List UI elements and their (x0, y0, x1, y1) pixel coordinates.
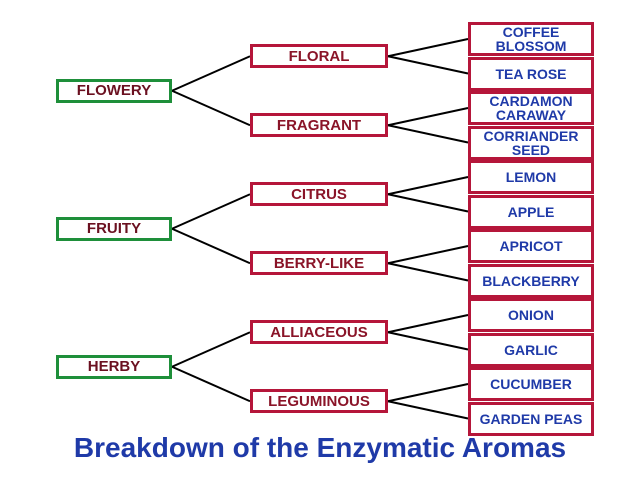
aroma-item-lemon: LEMON (468, 160, 594, 194)
aroma-item-apricot-label: APRICOT (499, 238, 563, 254)
aroma-item-lemon-label: LEMON (505, 169, 557, 185)
connector-berry-like-1 (387, 262, 469, 282)
connector-herby-0 (171, 331, 251, 368)
aroma-item-onion: ONION (468, 298, 594, 332)
aroma-item-corriander-seed-label: CORRIANDER SEED (483, 127, 579, 158)
connector-citrus-0 (387, 176, 469, 196)
aroma-item-tea-rose: TEA ROSE (468, 56, 594, 91)
connector-flowery-1 (171, 89, 251, 127)
diagram-title: Breakdown of the Enzymatic Aromas (73, 432, 567, 463)
aroma-item-apple-label: APPLE (507, 203, 555, 220)
connector-floral-0 (387, 38, 469, 58)
aroma-subgroup-alliaceous: ALLIACEOUS (250, 320, 388, 345)
aroma-subgroup-fragrant: FRAGRANT (250, 113, 388, 138)
aroma-group-herby-label: HERBY (87, 358, 141, 376)
aroma-item-blackberry-label: BLACKBERRY (482, 272, 580, 289)
aroma-group-flowery-label: FLOWERY (76, 82, 152, 100)
aroma-item-coffee-blossom: COFFEE BLOSSOM (468, 22, 594, 56)
aroma-item-tea-rose-label: TEA ROSE (495, 65, 567, 82)
aroma-item-cardamon-caraway: CARDAMON CARAWAY (468, 91, 594, 125)
aroma-group-fruity: FRUITY (56, 216, 172, 241)
connector-herby-1 (171, 365, 251, 403)
aroma-item-cucumber: CUCUMBER (468, 367, 594, 401)
aroma-item-garden-peas: GARDEN PEAS (468, 401, 594, 436)
aroma-subgroup-citrus: CITRUS (250, 182, 388, 207)
aroma-item-garden-peas-label: GARDEN PEAS (479, 410, 583, 427)
aroma-item-apricot: APRICOT (468, 229, 594, 263)
connector-berry-like-0 (387, 245, 469, 265)
connector-fruity-1 (171, 227, 251, 265)
aroma-group-herby: HERBY (56, 354, 172, 379)
aroma-item-coffee-blossom-label: COFFEE BLOSSOM (495, 24, 567, 54)
aroma-item-blackberry: BLACKBERRY (468, 263, 594, 298)
aroma-item-cucumber-label: CUCUMBER (490, 376, 572, 392)
aroma-subgroup-leguminous: LEGUMINOUS (250, 389, 388, 414)
aroma-item-garlic: GARLIC (468, 332, 594, 367)
connector-citrus-1 (387, 193, 469, 213)
aroma-subgroup-berry-like: BERRY-LIKE (250, 251, 388, 276)
aroma-subgroup-leguminous-label: LEGUMINOUS (268, 392, 370, 410)
aroma-group-fruity-label: FRUITY (86, 220, 142, 238)
connector-fruity-0 (171, 193, 251, 230)
aroma-subgroup-floral: FLORAL (250, 44, 388, 69)
connector-alliaceous-0 (387, 314, 469, 334)
connector-leguminous-1 (387, 400, 469, 420)
aroma-subgroup-berry-like-label: BERRY-LIKE (273, 254, 365, 272)
connector-fragrant-1 (387, 124, 469, 144)
aroma-item-corriander-seed: CORRIANDER SEED (468, 125, 594, 160)
aroma-item-onion-label: ONION (508, 307, 554, 323)
aroma-group-flowery: FLOWERY (56, 78, 172, 103)
aroma-item-cardamon-caraway-label: CARDAMON CARAWAY (489, 93, 573, 123)
aroma-subgroup-fragrant-label: FRAGRANT (276, 116, 362, 134)
aroma-subgroup-alliaceous-label: ALLIACEOUS (270, 323, 368, 341)
aroma-subgroup-citrus-label: CITRUS (291, 185, 347, 203)
aroma-item-garlic-label: GARLIC (504, 341, 558, 358)
connector-flowery-0 (171, 55, 251, 92)
connector-alliaceous-1 (387, 331, 469, 351)
connector-floral-1 (387, 55, 469, 75)
aroma-item-apple: APPLE (468, 194, 594, 229)
connector-leguminous-0 (387, 383, 469, 403)
aroma-subgroup-floral-label: FLORAL (288, 47, 350, 65)
connector-fragrant-0 (387, 107, 469, 127)
